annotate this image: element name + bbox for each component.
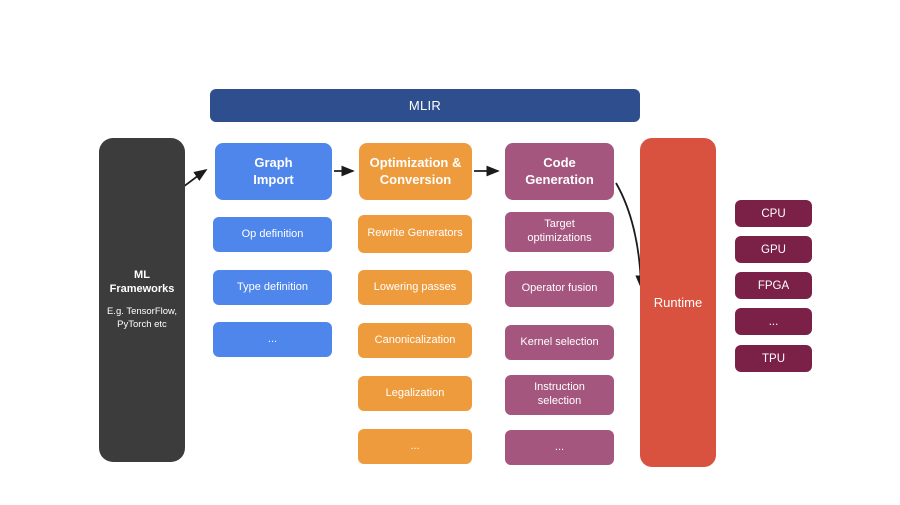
codegen-item-operator-fusion: Operator fusion bbox=[505, 271, 614, 307]
graph-import-item-type-definition: Type definition bbox=[213, 270, 332, 305]
target-fpga: FPGA bbox=[735, 272, 812, 299]
optimization-item-legalization: Legalization bbox=[358, 376, 472, 411]
codegen-item-target-optimizations: Target optimizations bbox=[505, 212, 614, 252]
optimization-item-ellipsis: ... bbox=[358, 429, 472, 464]
codegen-item-ellipsis: ... bbox=[505, 430, 614, 465]
graph-import-header-label: Graph Import bbox=[253, 154, 294, 187]
codegen-item-instruction-selection: Instruction selection bbox=[505, 375, 614, 415]
ml-frameworks-subtitle: E.g. TensorFlow, PyTorch etc bbox=[106, 306, 178, 331]
ml-frameworks-box: ML Frameworks E.g. TensorFlow, PyTorch e… bbox=[99, 138, 185, 462]
codegen-item-kernel-selection: Kernel selection bbox=[505, 325, 614, 360]
mlir-banner: MLIR bbox=[210, 89, 640, 122]
mlir-banner-label: MLIR bbox=[408, 98, 442, 113]
target-tpu: TPU bbox=[735, 345, 812, 372]
arrow-codegen-to-runtime bbox=[615, 182, 647, 289]
optimization-conversion-header-label: Optimization & Conversion bbox=[369, 154, 462, 187]
code-generation-header: Code Generation bbox=[505, 143, 614, 200]
optimization-item-rewrite-generators: Rewrite Generators bbox=[358, 215, 472, 253]
runtime-box: Runtime bbox=[640, 138, 716, 467]
graph-import-header: Graph Import bbox=[215, 143, 332, 200]
target-cpu: CPU bbox=[735, 200, 812, 227]
target-gpu: GPU bbox=[735, 236, 812, 263]
runtime-label: Runtime bbox=[653, 295, 703, 310]
ml-frameworks-title: ML Frameworks bbox=[109, 268, 175, 296]
optimization-item-canonicalization: Canonicalization bbox=[358, 323, 472, 358]
optimization-item-lowering-passes: Lowering passes bbox=[358, 270, 472, 305]
graph-import-item-ellipsis: ... bbox=[213, 322, 332, 357]
graph-import-item-op-definition: Op definition bbox=[213, 217, 332, 252]
code-generation-header-label: Code Generation bbox=[525, 154, 594, 187]
optimization-conversion-header: Optimization & Conversion bbox=[359, 143, 472, 200]
arrow-frameworks-to-import bbox=[182, 169, 208, 188]
target-ellipsis: ... bbox=[735, 308, 812, 335]
